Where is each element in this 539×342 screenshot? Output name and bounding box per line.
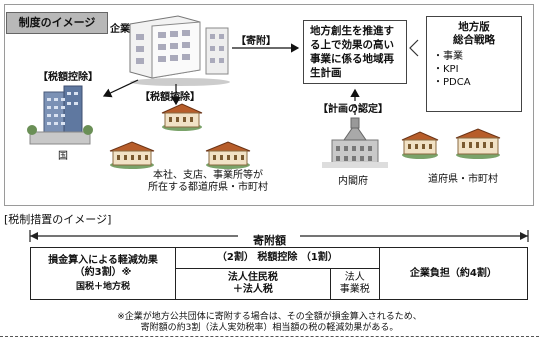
tax-breakdown-table: 損金算入による軽減効果 （約3割）※ 国税＋地方税 （2割） 税額控除 （1割）…	[30, 247, 529, 300]
country-deduction-label: 【税額控除】	[38, 72, 98, 83]
plan-approval-label: 【計画の認定】	[318, 104, 388, 115]
prefectures-label: 道府県・市町村	[428, 174, 498, 185]
plan-line-3: 事業に係る地域再	[310, 53, 394, 65]
footnote-line-1: ※企業が地方公共団体に寄附する場合は、その全額が損金算入されるため、	[117, 312, 422, 322]
plan-line-4: 生計画	[310, 67, 342, 79]
strategy-item-business: ・事業	[433, 51, 463, 62]
system-image-tag: 制度のイメージ	[6, 12, 108, 34]
tax-measure-title: [税制措置のイメージ]	[4, 213, 112, 226]
regional-plan-box: 地方創生を推進す る上で効果の高い 事業に係る地域再 生計画	[303, 20, 407, 84]
country-deduction-arrow	[102, 79, 139, 98]
offices-label: 本社、支店、事業所等が 所在する都道府県・市町村	[148, 170, 268, 194]
biz-line-1: 法人	[344, 272, 365, 283]
local-office-right-icon	[205, 141, 251, 169]
footnote-line-2: 寄附額の約3割（法人実効税率）相当額の税の軽減効果がある。	[140, 323, 399, 333]
offices-label-line-1: 本社、支店、事業所等が	[153, 170, 263, 181]
local-office-left-icon	[109, 141, 155, 169]
strategy-box: 地方版 総合戦略 ・事業 ・KPI ・PDCA	[426, 16, 522, 112]
local-office-top-icon	[161, 103, 203, 131]
local-line-2: ＋法人税	[232, 284, 273, 295]
diagram-illustration	[27, 15, 501, 169]
plan-line-1: 地方創生を推進す	[310, 25, 394, 37]
strategy-title-2: 総合戦略	[453, 34, 495, 46]
local-line-1: 法人住民税	[227, 272, 278, 283]
biz-line-2: 事業税	[339, 284, 370, 295]
donation-label: 【寄附】	[236, 36, 276, 47]
cabinet-office-building-icon	[322, 117, 388, 168]
business-tax-cell: 法人 事業税	[329, 268, 380, 300]
strategy-title-1: 地方版	[458, 21, 490, 33]
local-resident-tax-cell: 法人住民税 ＋法人税	[175, 268, 331, 300]
loss-sub: 国税＋地方税	[75, 281, 130, 292]
country-label: 国	[58, 151, 68, 162]
prefecture-office-left-icon	[401, 131, 439, 159]
company-burden-cell: 企業負担（約4割）	[378, 247, 529, 300]
donation-amount-label: 寄附額	[253, 234, 286, 247]
strategy-arrow	[409, 39, 419, 57]
prefecture-office-right-icon	[455, 128, 501, 159]
cabinet-label: 内閣府	[338, 176, 368, 187]
local-deduction-label: 【税額控除】	[140, 92, 200, 103]
national-government-building-icon	[27, 85, 93, 145]
strategy-item-kpi: ・KPI	[433, 64, 459, 75]
bottom-dashed-divider	[0, 336, 539, 337]
plan-line-2: る上で効果の高い	[310, 39, 394, 51]
loss-line-1: 損金算入による軽減効果	[48, 254, 158, 266]
strategy-item-pdca: ・PDCA	[433, 77, 471, 88]
company-building-icon	[129, 15, 230, 86]
company-label: 企業	[110, 24, 130, 35]
strategy-items: ・事業 ・KPI ・PDCA	[433, 50, 515, 89]
offices-label-line-2: 所在する都道府県・市町村	[148, 182, 268, 193]
loss-line-2: （約3割）※	[74, 266, 132, 278]
footnote: ※企業が地方公共団体に寄附する場合は、その全額が損金算入されるため、 寄附額の約…	[0, 312, 539, 334]
donation-amount-bracket	[29, 228, 529, 244]
tax-deduction-head-cell: （2割） 税額控除 （1割）	[175, 247, 380, 269]
loss-inclusion-cell: 損金算入による軽減効果 （約3割）※ 国税＋地方税	[30, 247, 176, 300]
